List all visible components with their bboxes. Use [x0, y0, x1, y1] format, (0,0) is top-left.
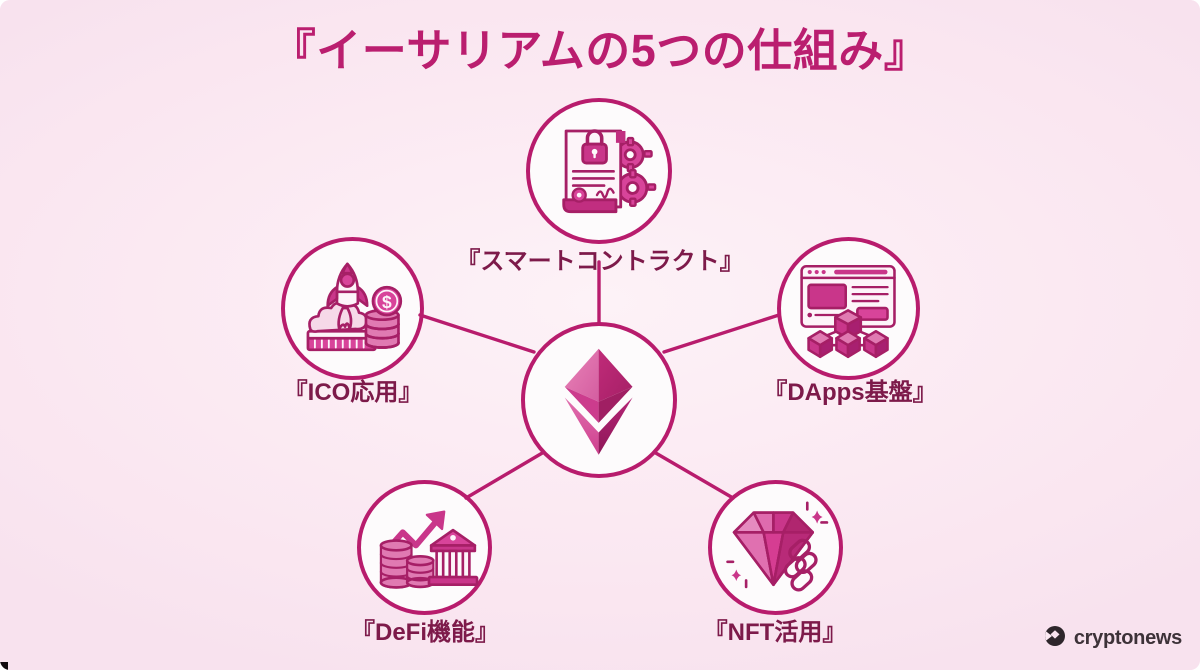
node-label-nft: 『NFT活用』 — [703, 619, 847, 646]
node-dapps[interactable] — [777, 237, 920, 380]
node-label-smart-contract: 『スマートコントラクト』 — [456, 248, 744, 275]
coins-growth-bank-icon — [370, 493, 479, 602]
connector-center-to-defi — [464, 450, 546, 500]
rocket-launch-coins-icon: $ — [294, 250, 410, 366]
connector-center-to-nft — [652, 450, 735, 500]
node-nft[interactable] — [708, 480, 843, 615]
node-ico[interactable]: $ — [281, 237, 424, 380]
ethereum-diamond-icon — [535, 336, 662, 463]
brand-footer: cryptonews — [1044, 625, 1182, 652]
brand-name: cryptonews — [1073, 627, 1182, 649]
diamond-chain-sparkle-icon — [721, 493, 830, 602]
node-label-dapps: 『DApps基盤』 — [763, 379, 937, 406]
svg-text:$: $ — [382, 293, 392, 313]
node-label-defi: 『DeFi機能』 — [350, 619, 499, 646]
browser-blockchain-cubes-icon — [790, 250, 906, 366]
node-defi[interactable] — [357, 480, 492, 615]
page-title: 『イーサリアムの5つの仕組み』 — [270, 25, 930, 76]
connector-center-to-dapps — [662, 313, 781, 354]
connector-center-to-ico — [418, 313, 536, 354]
cryptonews-logo-icon — [1044, 625, 1066, 652]
node-label-ico: 『ICO応用』 — [283, 379, 423, 406]
corner-artifact — [0, 662, 8, 670]
contract-document-lock-gears-icon — [540, 112, 659, 231]
node-smart-contract[interactable] — [526, 98, 672, 244]
center-node-ethereum[interactable] — [521, 322, 677, 478]
